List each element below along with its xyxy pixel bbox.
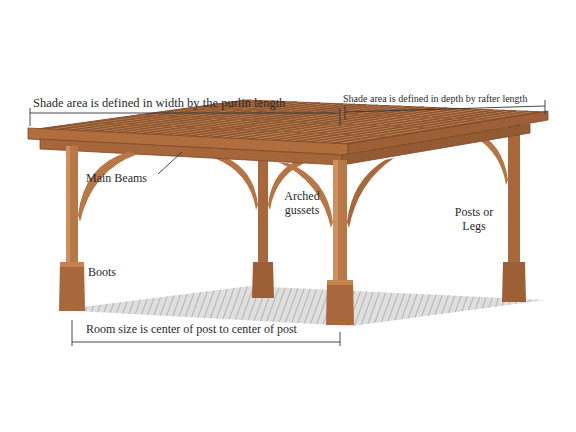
dimension-label: Room size is center of post to center of… <box>86 323 346 337</box>
part-label: Posts or Legs <box>452 206 496 234</box>
part-label: Main Beams <box>86 172 166 186</box>
ground-shadow <box>58 286 545 326</box>
main-beam <box>342 124 530 165</box>
dimension-label: Shade area is defined in width by the pu… <box>33 96 343 110</box>
dimension-label: Shade area is defined in depth by rafter… <box>343 93 571 105</box>
leader-line <box>158 152 182 174</box>
dimension-line <box>30 108 340 126</box>
main-beam <box>40 139 342 165</box>
front-right-post <box>278 158 394 325</box>
front-left-post <box>59 146 138 311</box>
part-label: Arched gussets <box>272 190 332 218</box>
purlin <box>138 115 446 129</box>
part-label: Boots <box>88 266 138 280</box>
